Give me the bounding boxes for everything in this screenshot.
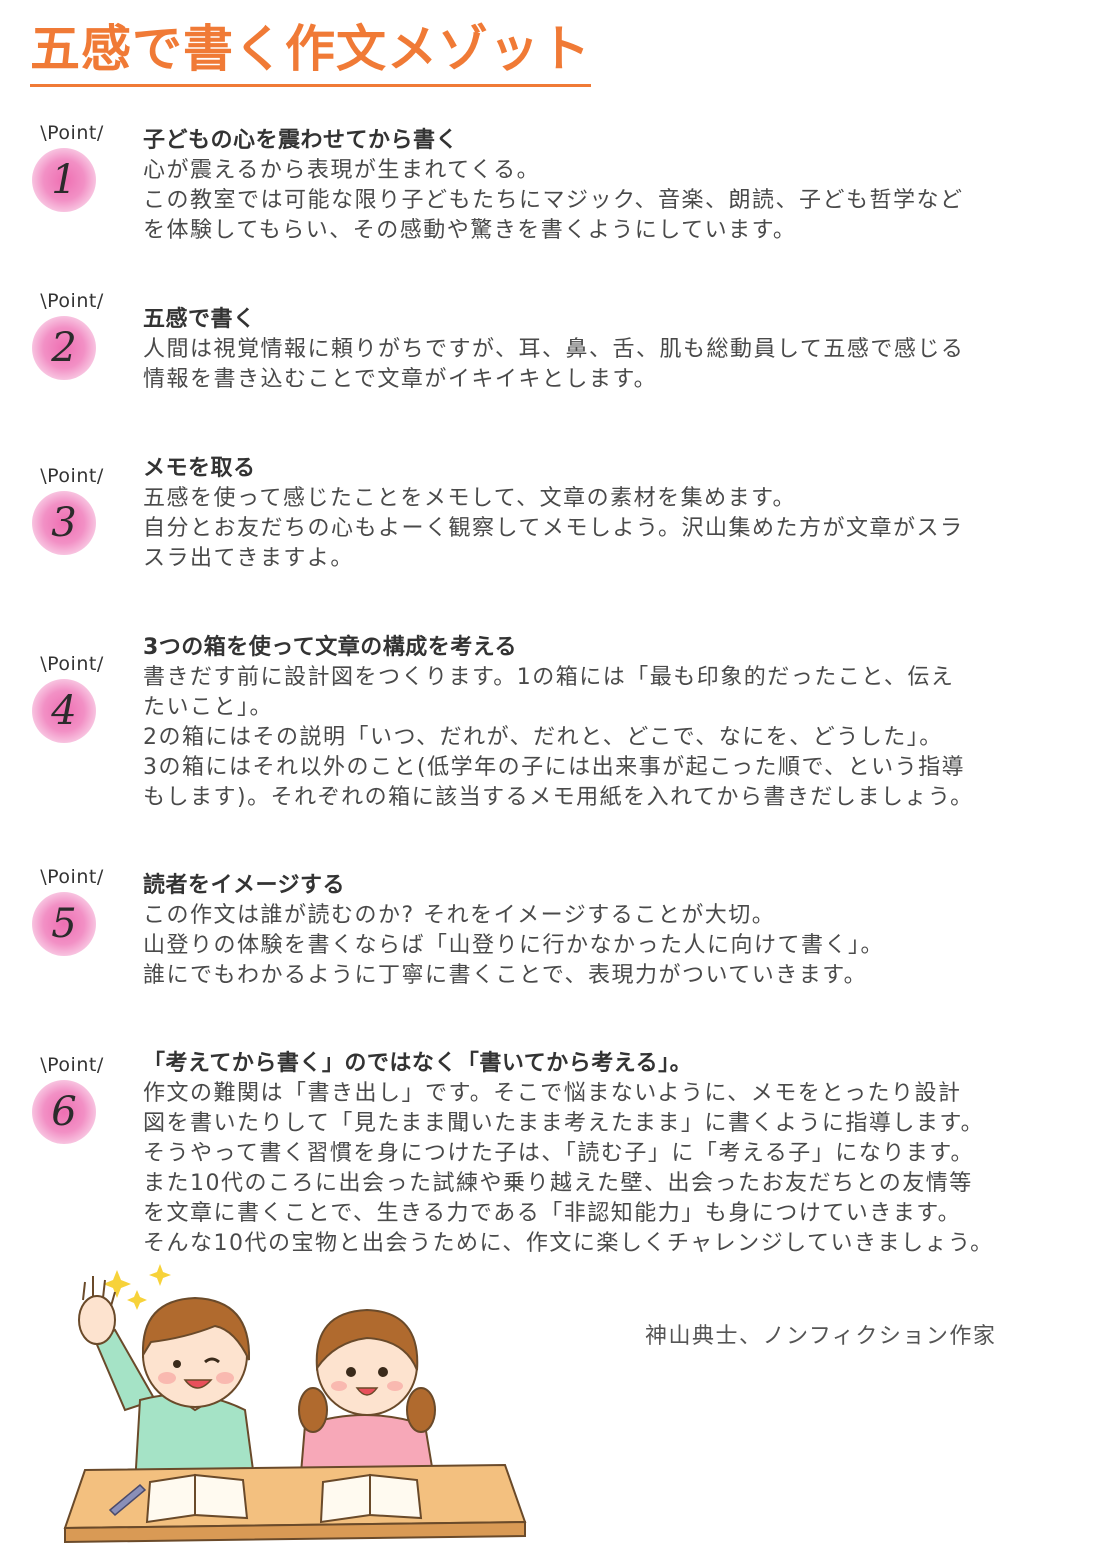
body-line: もします)。それぞれの箱に該当するメモ用紙を入れてから書きだしましょう。 (143, 785, 974, 810)
body-line: 心が震えるから表現が生まれてくる。 (143, 158, 541, 183)
point-label: \Point/ (40, 465, 104, 487)
pink-circle-icon (32, 491, 96, 555)
sparkle-icon (103, 1264, 171, 1310)
point-label: \Point/ (40, 866, 104, 888)
point-section-4: 3つの箱を使って文章の構成を考える 書きだす前に設計図をつくります。1の箱には「… (143, 633, 1043, 813)
point-heading: メモを取る (143, 456, 256, 481)
body-line: 図を書いたりして「見たまま聞いたまま考えたまま」に書くように指導します。 (143, 1111, 985, 1136)
body-line: 2の箱にはその説明「いつ、だれが、だれと、どこで、なにを、どうした」。 (143, 725, 943, 750)
body-line: を文章に書くことで、生きる力である「非認知能力」も身につけていきます。 (143, 1201, 962, 1226)
body-line: 書きだす前に設計図をつくります。1の箱には「最も印象的だったこと、伝え (143, 665, 955, 690)
body-line: 五感を使って感じたことをメモして、文章の素材を集めます。 (143, 486, 796, 511)
point-number: 4 (51, 688, 77, 734)
open-book-icon (145, 1473, 423, 1524)
body-line: また10代のころに出会った試練や乗り越えた壁、出会ったお友だちとの友情等 (143, 1171, 973, 1196)
body-line: 自分とお友だちの心もよーく観察してメモしよう。沢山集めた方が文章がスラ (143, 516, 964, 541)
point-number: 5 (51, 901, 77, 947)
point-label: \Point/ (40, 290, 104, 312)
point-number: 6 (51, 1089, 77, 1135)
pink-circle-icon (32, 316, 96, 380)
point-label: \Point/ (40, 653, 104, 675)
girl-figure (298, 1308, 437, 1486)
point-heading: 五感で書く (143, 307, 256, 332)
body-line: 山登りの体験を書くならば「山登りに行かなかった人に向けて書く」。 (143, 933, 885, 958)
point-section-5: 読者をイメージする この作文は誰が読むのか? それをイメージすることが大切。 山… (143, 871, 1043, 991)
author-credit: 神山典士、ノンフィクション作家 (645, 1324, 997, 1349)
body-line: を体験してもらい、その感動や驚きを書くようにしています。 (143, 218, 797, 243)
body-line: 作文の難関は「書き出し」です。そこで悩まないように、メモをとったり設計 (143, 1081, 962, 1106)
point-section-3: メモを取る 五感を使って感じたことをメモして、文章の素材を集めます。 自分とお友… (143, 454, 1043, 574)
body-line: そんな10代の宝物と出会うために、作文に楽しくチャレンジしていきましょう。 (143, 1231, 994, 1256)
point-section-2: 五感で書く 人間は視覚情報に頼りがちですが、耳、鼻、舌、肌も総動員して五感で感じ… (143, 305, 1043, 395)
pink-circle-icon (32, 148, 96, 212)
body-line: 情報を書き込むことで文章がイキイキとします。 (143, 367, 658, 392)
children-studying-illustration (63, 1264, 527, 1544)
point-number: 1 (51, 157, 77, 203)
point-heading: 3つの箱を使って文章の構成を考える (143, 635, 518, 660)
desk (63, 1463, 527, 1544)
page-title: 五感で書く作文メゾット (30, 18, 591, 87)
body-line: この教室では可能な限り子どもたちにマジック、音楽、朗読、子ども哲学など (143, 188, 964, 213)
body-line: スラ出てきますよ。 (143, 546, 354, 571)
point-badge-6: \Point/ 6 (14, 1054, 124, 1164)
point-number: 2 (51, 325, 77, 371)
point-badge-1: \Point/ 1 (14, 122, 124, 232)
point-label: \Point/ (40, 1054, 104, 1076)
body-line: 人間は視覚情報に頼りがちですが、耳、鼻、舌、肌も総動員して五感で感じる (143, 337, 965, 362)
pink-circle-icon (32, 679, 96, 743)
pink-circle-icon (32, 1080, 96, 1144)
point-heading: 子どもの心を震わせてから書く (143, 128, 459, 153)
point-section-6: 「考えてから書く」のではなく「書いてから考える」。 作文の難関は「書き出し」です… (143, 1049, 1043, 1259)
boy-figure (78, 1276, 257, 1486)
point-label: \Point/ (40, 122, 104, 144)
point-badge-2: \Point/ 2 (14, 290, 124, 400)
point-badge-5: \Point/ 5 (14, 866, 124, 976)
body-line: たいこと」。 (143, 695, 274, 720)
point-heading: 読者をイメージする (143, 873, 346, 898)
point-heading: 「考えてから書く」のではなく「書いてから考える」。 (143, 1051, 693, 1076)
point-badge-4: \Point/ 4 (14, 653, 124, 763)
point-badge-3: \Point/ 3 (14, 465, 124, 575)
body-line: 誰にでもわかるように丁寧に書くことで、表現力がついていきます。 (143, 963, 868, 988)
body-line: 3の箱にはそれ以外のこと(低学年の子には出来事が起こった順で、という指導 (143, 755, 966, 780)
pink-circle-icon (32, 892, 96, 956)
pencil-icon (108, 1483, 147, 1517)
point-number: 3 (51, 500, 77, 546)
body-line: そうやって書く習慣を身につけた子は、「読む子」に「考える子」になります。 (143, 1141, 975, 1166)
body-line: この作文は誰が読むのか? それをイメージすることが大切。 (143, 903, 776, 928)
point-section-1: 子どもの心を震わせてから書く 心が震えるから表現が生まれてくる。 この教室では可… (143, 126, 1043, 246)
